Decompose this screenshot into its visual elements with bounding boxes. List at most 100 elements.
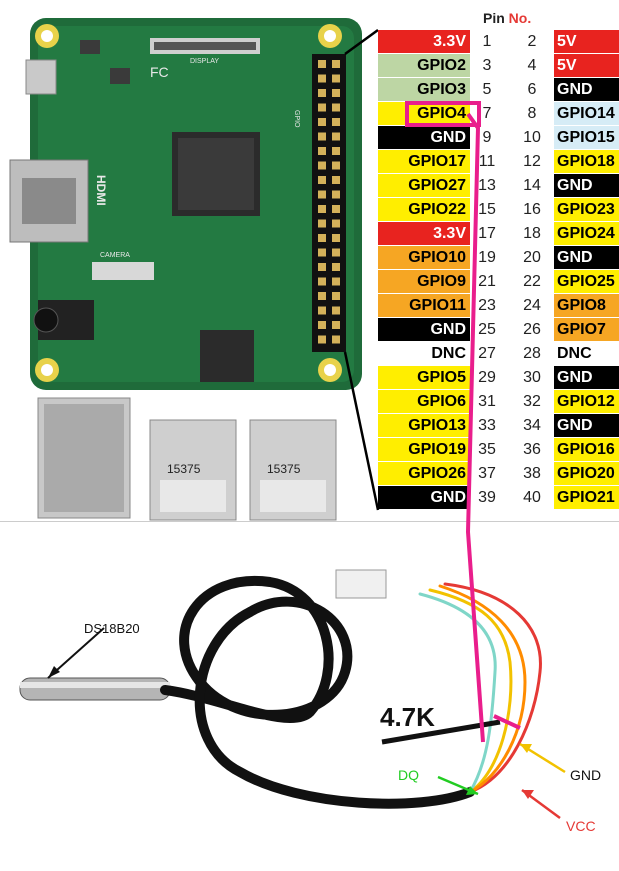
pin-left-name: GPIO6 bbox=[378, 390, 470, 413]
header-pin bbox=[332, 176, 340, 184]
header-pin bbox=[332, 306, 340, 315]
pin-right-name: GND bbox=[554, 78, 619, 101]
header-pin bbox=[332, 321, 340, 329]
header-pin bbox=[332, 335, 340, 344]
pin-left-name: GPIO17 bbox=[378, 150, 470, 173]
pin-left-number: 29 bbox=[478, 369, 496, 386]
section-divider bbox=[0, 521, 619, 522]
header-pin bbox=[318, 176, 326, 184]
header-pin bbox=[332, 132, 340, 141]
pin-left-name: GND bbox=[378, 318, 470, 341]
pin-left-number: 35 bbox=[478, 441, 496, 458]
header-pin bbox=[332, 118, 340, 126]
header-pin bbox=[318, 74, 326, 83]
header-pin bbox=[332, 263, 340, 271]
pin-left-name: GPIO26 bbox=[378, 462, 470, 485]
header-pin bbox=[318, 335, 326, 344]
pin-right-number: 4 bbox=[527, 57, 537, 74]
header-pin bbox=[318, 147, 326, 155]
raspberry-pi-board bbox=[9, 18, 380, 521]
pin-right-number: 38 bbox=[523, 465, 541, 482]
pin-left-name: GPIO2 bbox=[378, 54, 470, 77]
pin-left-name: GPIO9 bbox=[378, 270, 470, 293]
pin-right-name: GPIO7 bbox=[554, 318, 619, 341]
pin-left-name: GPIO4 bbox=[378, 102, 470, 125]
pin-right-name: GPIO8 bbox=[554, 294, 619, 317]
pin-left-name: 3.3V bbox=[378, 222, 470, 245]
pin-right-number: 32 bbox=[523, 393, 541, 410]
pin-right-name: GPIO15 bbox=[554, 126, 619, 149]
pin-right-name: GPIO16 bbox=[554, 438, 619, 461]
header-pin bbox=[318, 292, 326, 300]
header-pin bbox=[332, 248, 340, 257]
header-pin bbox=[318, 132, 326, 141]
pin-right-name: GPIO21 bbox=[554, 486, 619, 509]
pin-row: GND 39 40 GPIO21 bbox=[378, 486, 619, 510]
pin-left-number: 37 bbox=[478, 465, 496, 482]
pin-left-number: 1 bbox=[482, 33, 492, 50]
pin-left-number: 5 bbox=[482, 81, 492, 98]
header-pin bbox=[318, 234, 326, 242]
header-pin bbox=[332, 74, 340, 83]
resistor-label: 4.7K bbox=[380, 702, 435, 732]
dq-label: DQ bbox=[398, 767, 419, 783]
pin-right-name: GPIO24 bbox=[554, 222, 619, 245]
pin-left-name: GPIO3 bbox=[378, 78, 470, 101]
header-pin bbox=[318, 277, 326, 286]
header-pin bbox=[332, 190, 340, 199]
pin-left-name: GPIO19 bbox=[378, 438, 470, 461]
pin-right-number: 2 bbox=[527, 33, 537, 50]
pin-right-name: GPIO23 bbox=[554, 198, 619, 221]
pin-left-name: GPIO11 bbox=[378, 294, 470, 317]
pin-left-number: 27 bbox=[478, 345, 496, 362]
pin-left-number: 19 bbox=[478, 249, 496, 266]
sensor-name-label: DS18B20 bbox=[84, 621, 140, 636]
ds18b20-sensor-illustration bbox=[19, 569, 566, 820]
header-pin bbox=[332, 89, 340, 97]
header-pin bbox=[318, 205, 326, 213]
display-label: DISPLAY bbox=[190, 58, 220, 65]
pin-left-number: 15 bbox=[478, 201, 496, 218]
camera-label: CAMERA bbox=[100, 252, 130, 259]
mounting-hole bbox=[35, 24, 342, 382]
pin-left-number: 31 bbox=[478, 393, 496, 410]
header-pin bbox=[318, 219, 326, 228]
pin-left-number: 21 bbox=[478, 273, 496, 290]
header-pin bbox=[318, 161, 326, 170]
pin-right-number: 20 bbox=[523, 249, 541, 266]
pin-right-number: 18 bbox=[523, 225, 541, 242]
pin-left-number: 39 bbox=[478, 489, 496, 506]
header-pin bbox=[332, 234, 340, 242]
header-pin bbox=[318, 321, 326, 329]
pin-right-number: 28 bbox=[523, 345, 541, 362]
pin-header-suffix: No. bbox=[508, 10, 532, 26]
header-pin bbox=[318, 89, 326, 97]
pin-right-number: 40 bbox=[523, 489, 541, 506]
header-pin bbox=[332, 147, 340, 155]
pin-left-number: 9 bbox=[482, 129, 492, 146]
header-pin bbox=[318, 263, 326, 271]
pin-left-number: 33 bbox=[478, 417, 496, 434]
header-pin bbox=[332, 103, 340, 112]
pin-left-number: 11 bbox=[478, 153, 496, 170]
pin-left-name: 3.3V bbox=[378, 30, 470, 53]
header-pin bbox=[332, 292, 340, 300]
header-pin bbox=[318, 60, 326, 68]
pin-left-name: GND bbox=[378, 486, 470, 509]
pin-right-name: GPIO25 bbox=[554, 270, 619, 293]
header-pin bbox=[318, 248, 326, 257]
